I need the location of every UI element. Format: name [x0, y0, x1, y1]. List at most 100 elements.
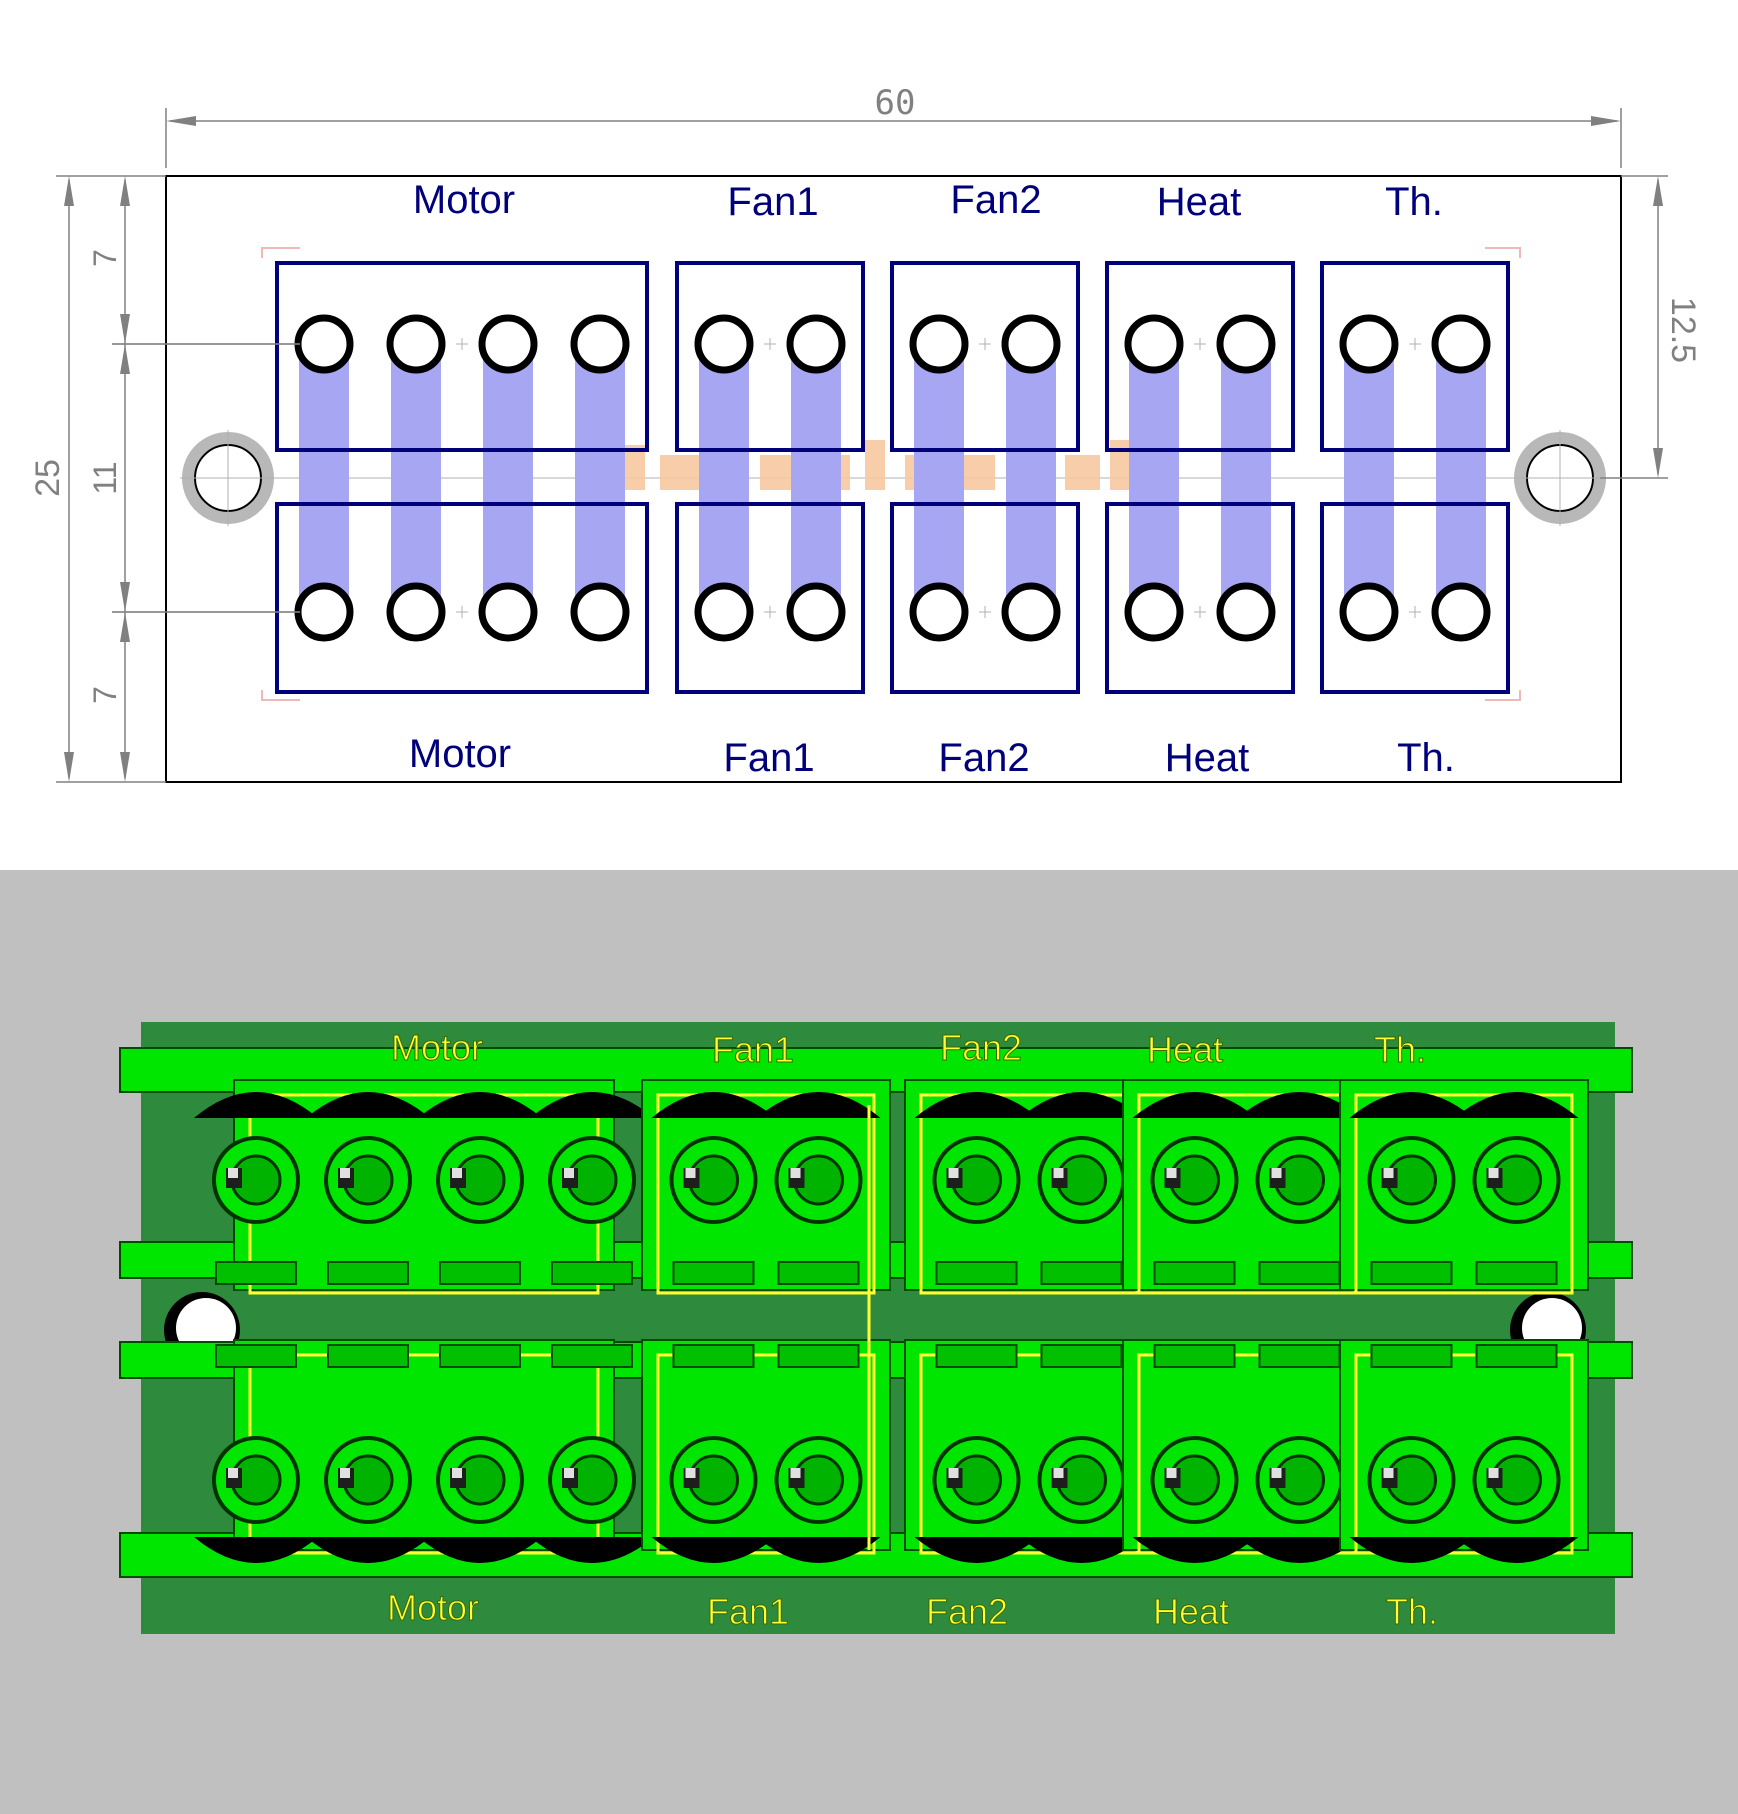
render-label-top-fan1: Fan1 [712, 1029, 794, 1070]
wire-entry-shadow [914, 1537, 1039, 1563]
pcb-2d-layout: Motor Fan1 Fan2 Heat Th. Motor Fan1 Fan2… [0, 0, 1738, 870]
solder-pad [694, 582, 754, 642]
label-bottom-motor: Motor [409, 732, 511, 776]
connector-outline-bottom [890, 502, 1080, 694]
top-labels: Motor Fan1 Fan2 Heat Th. [413, 178, 1443, 224]
copper-trace [1129, 356, 1179, 600]
solder-pad [1339, 314, 1399, 374]
copper-trace [699, 356, 749, 600]
wire-entry-shadow [1349, 1537, 1474, 1563]
wire-entry-shadow [306, 1092, 430, 1118]
render-label-bottom-th: Th. [1386, 1591, 1438, 1632]
copper-trace [914, 356, 964, 600]
wire-entry-shadow [756, 1092, 881, 1118]
solder-pad [294, 582, 354, 642]
label-top-motor: Motor [413, 178, 515, 222]
trace-layer [299, 356, 1486, 600]
solder-pad [386, 314, 446, 374]
connector-outline-bottom [675, 502, 865, 694]
solder-pad [909, 314, 969, 374]
connector-outline-top [275, 261, 649, 452]
connector-outline-top [675, 261, 865, 452]
copper-trace [299, 356, 349, 600]
label-top-th: Th. [1385, 180, 1443, 224]
render-label-top-th: Th. [1374, 1029, 1426, 1070]
dimension-edge-bottom: 7 [87, 686, 123, 704]
render-label-top-motor: Motor [391, 1027, 483, 1068]
solder-pad [294, 314, 354, 374]
render-top-labels: Motor Fan1 Fan2 Heat Th. [390, 1027, 1426, 1071]
copper-trace [1006, 356, 1056, 600]
terminal-block [233, 1339, 615, 1551]
solder-pad [1216, 582, 1276, 642]
copper-trace [1221, 356, 1271, 600]
solder-pad [570, 314, 630, 374]
terminal-block [1339, 1339, 1589, 1551]
solder-pad [786, 582, 846, 642]
connector-outline-top [1320, 261, 1510, 452]
solder-pad [694, 314, 754, 374]
dimension-middle: 11 [87, 461, 123, 494]
mounting-hole-left [180, 430, 276, 526]
wire-entry-shadow [651, 1537, 776, 1563]
render-label-bottom-fan2: Fan2 [926, 1591, 1008, 1632]
label-top-fan2: Fan2 [950, 178, 1041, 222]
wire-entry-shadow [756, 1537, 881, 1563]
label-top-fan1: Fan1 [727, 180, 818, 224]
wire-entry-shadow [194, 1092, 318, 1118]
wire-entry-shadow [1132, 1092, 1257, 1118]
label-top-heat: Heat [1157, 180, 1242, 224]
solder-pad [909, 582, 969, 642]
solder-pad [1431, 582, 1491, 642]
dimension-texts: 60 25 7 11 7 12.5 [29, 83, 1702, 704]
terminal-block [641, 1339, 891, 1551]
label-bottom-heat: Heat [1165, 736, 1250, 780]
solder-pad [1124, 314, 1184, 374]
wire-entry-shadow [306, 1537, 430, 1563]
label-bottom-th: Th. [1397, 736, 1455, 780]
solder-pad [570, 582, 630, 642]
solder-pad [1124, 582, 1184, 642]
label-bottom-fan1: Fan1 [723, 736, 814, 780]
render-label-bottom-motor: Motor [387, 1587, 479, 1628]
copper-trace [791, 356, 841, 600]
terminal-block [1122, 1339, 1372, 1551]
pad-layer [112, 314, 1491, 642]
render-label-top-heat: Heat [1147, 1029, 1223, 1070]
solder-pad [786, 314, 846, 374]
wire-entry-shadow [1019, 1092, 1144, 1118]
copper-trace [391, 356, 441, 600]
connector-outline-bottom [1105, 502, 1295, 694]
wire-entry-shadow [194, 1537, 318, 1563]
copper-trace [1436, 356, 1486, 600]
render-connector-layer [119, 1047, 1633, 1578]
copper-trace [483, 356, 533, 600]
solder-pad [1431, 314, 1491, 374]
wire-entry-shadow [1237, 1092, 1362, 1118]
label-bottom-fan2: Fan2 [938, 736, 1029, 780]
solder-pad [1339, 582, 1399, 642]
wire-entry-shadow [1132, 1537, 1257, 1563]
dimension-height: 25 [29, 459, 67, 497]
solder-pad [386, 582, 446, 642]
terminal-block [904, 1339, 1154, 1551]
wire-entry-shadow [1019, 1537, 1144, 1563]
copper-trace [1344, 356, 1394, 600]
wire-entry-shadow [1454, 1537, 1579, 1563]
dimension-hole-offset: 12.5 [1664, 297, 1702, 363]
connector-outline-top [890, 261, 1080, 452]
connector-outline-bottom [275, 502, 649, 694]
connector-outline-bottom [1320, 502, 1510, 694]
solder-pad [1001, 582, 1061, 642]
solder-pad [478, 582, 538, 642]
wire-entry-shadow [418, 1537, 542, 1563]
render-bottom-labels: Motor Fan1 Fan2 Heat Th. [386, 1587, 1438, 1633]
connector-layer [275, 261, 1510, 694]
copper-trace [575, 356, 625, 600]
wire-entry-shadow [1349, 1092, 1474, 1118]
wire-entry-shadow [530, 1537, 654, 1563]
wire-entry-shadow [530, 1092, 654, 1118]
connector-outline-top [1105, 261, 1295, 452]
wire-entry-shadow [651, 1092, 776, 1118]
